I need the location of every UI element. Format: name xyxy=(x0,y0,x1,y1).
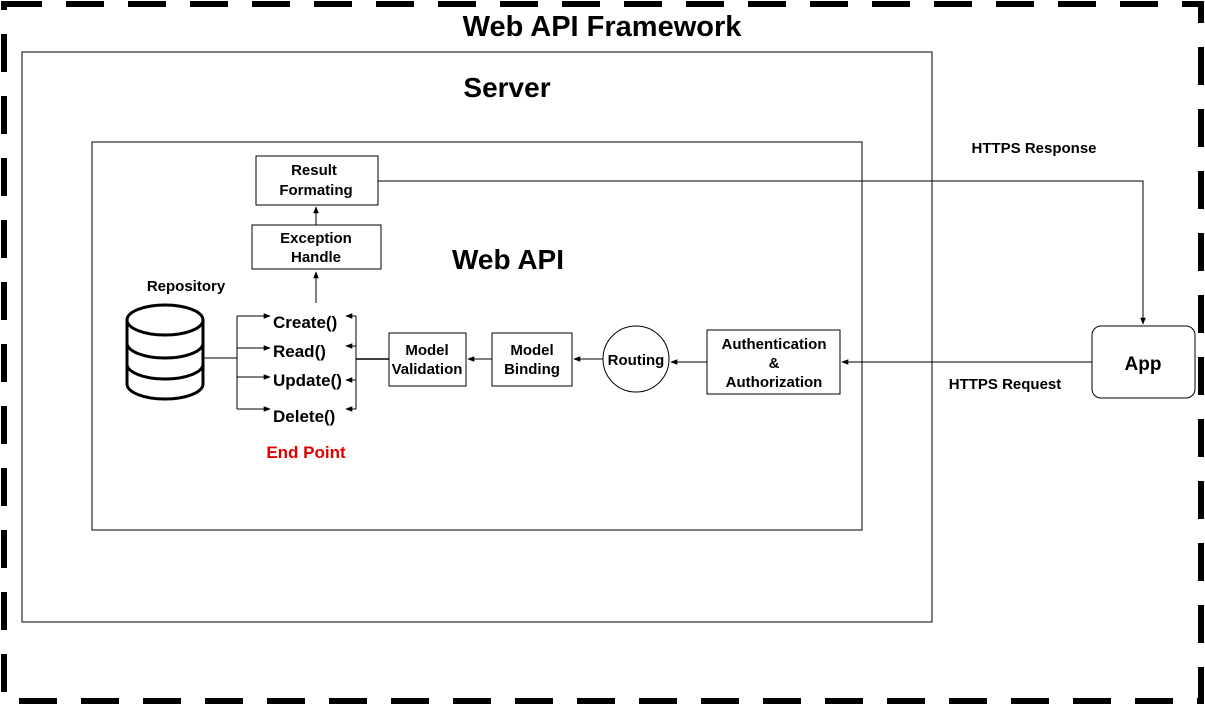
model-validation-line2: Validation xyxy=(392,361,463,378)
auth-line3: Authorization xyxy=(726,374,823,391)
model-binding-line1: Model xyxy=(510,342,553,359)
exception-handle-line2: Handle xyxy=(291,249,341,266)
exception-handle-line1: Exception xyxy=(280,230,352,247)
model-binding-node: Model Binding xyxy=(491,332,573,387)
auth-line2: & xyxy=(769,355,780,372)
app-node: App xyxy=(1091,325,1196,399)
result-formatting-node: Result Formating xyxy=(255,155,379,206)
exception-handle-node: Exception Handle xyxy=(251,224,382,270)
repository-label: Repository xyxy=(147,278,226,295)
database-icon xyxy=(125,303,205,401)
routing-node: Routing xyxy=(602,325,670,393)
result-formatting-line1: Result xyxy=(291,162,337,179)
request-label: HTTPS Request xyxy=(949,376,1062,393)
model-validation-node: Model Validation xyxy=(388,332,467,387)
endpoint-update: Update() xyxy=(273,371,342,390)
endpoint-create: Create() xyxy=(273,313,337,332)
app-label: App xyxy=(1125,354,1162,375)
endpoint-delete: Delete() xyxy=(273,407,335,426)
web-api-box xyxy=(91,141,863,531)
endpoint-label: End Point xyxy=(266,443,346,462)
auth-line1: Authentication xyxy=(722,336,827,353)
response-arrow xyxy=(378,180,1146,325)
response-label: HTTPS Response xyxy=(971,140,1096,157)
model-validation-line1: Model xyxy=(405,342,448,359)
web-api-label: Web API xyxy=(452,244,564,275)
model-binding-line2: Binding xyxy=(504,361,560,378)
endpoint-read: Read() xyxy=(273,342,326,361)
repository-node: Repository xyxy=(125,278,226,401)
server-box xyxy=(21,51,933,623)
server-label: Server xyxy=(463,72,550,103)
result-formatting-line2: Formating xyxy=(279,182,352,199)
framework-title: Web API Framework xyxy=(463,11,743,43)
routing-label: Routing xyxy=(608,352,665,369)
auth-node: Authentication & Authorization xyxy=(706,329,841,395)
